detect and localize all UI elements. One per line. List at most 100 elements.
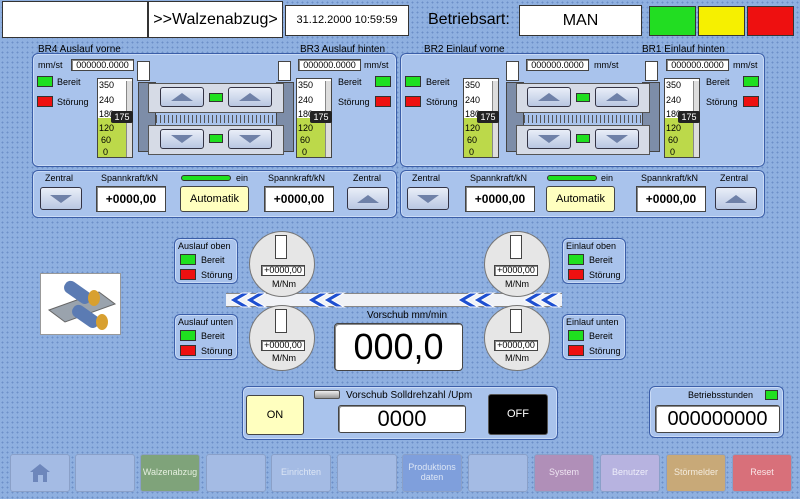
br1-speed: 000000.0000 [666, 59, 729, 71]
right-upper-led [576, 93, 590, 102]
br2-speed: 000000.0000 [526, 59, 589, 71]
left-spann-label: Spannkraft/kN [101, 173, 159, 183]
br3-gauge-value: 175 [310, 111, 332, 123]
br3-fault-label: Störung [338, 97, 370, 107]
solldrehzahl-label: Vorschub Solldrehzahl /Upm [346, 390, 473, 401]
br2-tick-1: 240 [465, 95, 481, 105]
on-button[interactable]: ON [246, 395, 304, 435]
auslauf-unten-title: Auslauf unten [178, 317, 234, 327]
right-lower-a-down-button[interactable] [527, 129, 571, 149]
home-icon [30, 464, 50, 482]
right-zentral-right-label: Zentral [720, 173, 749, 183]
right-spann-value[interactable]: +0000,00 [465, 186, 535, 212]
arrow-down-icon [417, 194, 439, 203]
dial-tr-unit: M/Nm [505, 279, 529, 289]
material-strip [226, 293, 562, 307]
right-ein-indicator [547, 175, 597, 181]
left-upper-b-up-button[interactable] [228, 87, 272, 107]
left-automatik-button[interactable]: Automatik [180, 186, 249, 212]
nav-stoermelder-button[interactable]: Störmelder [666, 454, 726, 492]
br3-fault-led [375, 96, 391, 107]
left-zentral-down-button[interactable] [40, 187, 82, 210]
br1-gauge-value: 175 [678, 111, 700, 123]
left-spann-value[interactable]: +0000,00 [96, 186, 166, 212]
auslauf-oben-ready-label: Bereit [201, 255, 225, 265]
left-ein-indicator [181, 175, 231, 181]
auslauf-oben-title: Auslauf oben [178, 241, 231, 251]
br1-ready-label: Bereit [706, 77, 730, 87]
nav-home-button[interactable] [10, 454, 70, 492]
br4-tick-4: 60 [101, 135, 112, 145]
br1-sensor-icon [645, 61, 658, 81]
br1-tick-3: 120 [666, 123, 682, 133]
nav-button-8[interactable] [468, 454, 528, 492]
solldrehzahl-value[interactable]: 0000 [338, 405, 466, 433]
left-spann-right-value[interactable]: +0000,00 [264, 186, 334, 212]
br2-fault-label: Störung [426, 97, 458, 107]
screen-title: >>Walzenabzug> [148, 1, 283, 38]
br2-ready-label: Bereit [426, 77, 450, 87]
left-material-spring [156, 115, 276, 123]
right-upper-b-up-button[interactable] [595, 87, 639, 107]
left-zentral-up-button[interactable] [347, 187, 389, 210]
vorschub-value: 000,0 [334, 323, 463, 371]
right-upper-a-up-button[interactable] [527, 87, 571, 107]
nav-einrichten-button[interactable]: Einrichten [271, 454, 331, 492]
left-lower-a-down-button[interactable] [160, 129, 204, 149]
auslauf-oben-fault-label: Störung [201, 270, 233, 280]
br2-tick-5: 0 [469, 147, 475, 157]
br4-tick-1: 240 [99, 95, 115, 105]
dial-tl-value: +0000,00 [261, 265, 305, 276]
br2-tick-3: 120 [465, 123, 481, 133]
einlauf-oben-title: Einlauf oben [566, 241, 617, 251]
right-automatik-button[interactable]: Automatik [546, 186, 615, 212]
br4-fault-label: Störung [57, 97, 89, 107]
sensor-icon [275, 235, 287, 259]
dial-bl-value: +0000,00 [261, 340, 305, 351]
br2-tick-0: 350 [465, 80, 481, 90]
nav-system-button[interactable]: System [534, 454, 594, 492]
right-spann-right-value[interactable]: +0000,00 [636, 186, 706, 212]
br3-sensor-icon [278, 61, 291, 81]
einlauf-unten-fault-label: Störung [589, 346, 621, 356]
br3-ready-label: Bereit [338, 77, 362, 87]
br4-unit: mm/st [38, 60, 63, 70]
br4-ready-led [37, 76, 53, 87]
nav-reset-button[interactable]: Reset [732, 454, 792, 492]
einlauf-unten-fault-led [568, 345, 584, 356]
left-lower-b-down-button[interactable] [228, 129, 272, 149]
br1-tick-5: 0 [670, 147, 676, 157]
nav-button-6[interactable] [337, 454, 397, 492]
auslauf-oben-fault-led [180, 269, 196, 280]
br2-gauge-value: 175 [477, 111, 499, 123]
left-ein-label: ein [236, 173, 249, 183]
betriebsstunden-value: 000000000 [655, 405, 780, 433]
right-lower-b-down-button[interactable] [595, 129, 639, 149]
arrow-up-icon [239, 93, 261, 101]
off-button[interactable]: OFF [488, 394, 548, 435]
datetime-display: 31.12.2000 10:59:59 [285, 5, 409, 36]
einlauf-oben-fault-label: Störung [589, 270, 621, 280]
arrow-up-icon [171, 93, 193, 101]
br3-ready-led [375, 76, 391, 87]
br1-label: BR1 Einlauf hinten [642, 44, 725, 55]
right-zentral-up-button[interactable] [715, 187, 757, 210]
left-upper-a-up-button[interactable] [160, 87, 204, 107]
br3-label: BR3 Auslauf hinten [300, 44, 386, 55]
arrow-down-icon [171, 135, 193, 143]
left-upper-led [209, 93, 223, 102]
betriebsstunden-label: Betriebsstunden [688, 390, 754, 400]
nav-walzenabzug-button[interactable]: Walzenabzug [140, 454, 200, 492]
br1-tick-0: 350 [666, 80, 682, 90]
right-zentral-down-button[interactable] [407, 187, 449, 210]
nav-button-4[interactable] [206, 454, 266, 492]
nav-button-2[interactable] [75, 454, 135, 492]
br4-tick-3: 120 [99, 123, 115, 133]
nav-benutzer-button[interactable]: Benutzer [600, 454, 660, 492]
nav-produktionsdaten-button[interactable]: Produktions daten [402, 454, 462, 492]
br2-tick-4: 60 [467, 135, 478, 145]
br3-tick-0: 350 [298, 80, 314, 90]
einlauf-unten-ready-led [568, 330, 584, 341]
br4-fault-led [37, 96, 53, 107]
left-spann-right-label: Spannkraft/kN [268, 173, 326, 183]
